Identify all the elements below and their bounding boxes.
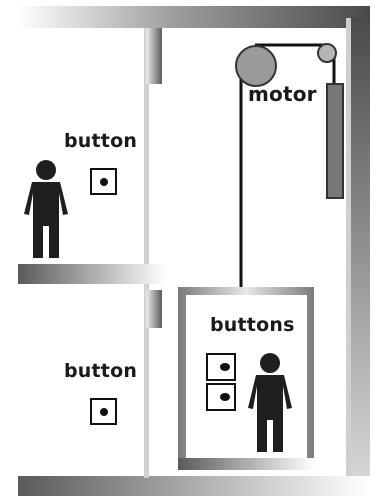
car-buttons-label: buttons — [210, 314, 295, 336]
car-button-panel — [206, 353, 236, 411]
motor-label: motor — [248, 82, 317, 106]
call-button-icon — [206, 353, 236, 381]
pulley-icon — [235, 45, 277, 87]
upper-floor-button-label: button — [64, 130, 138, 152]
bottom-wall — [18, 476, 370, 496]
person-icon — [24, 160, 68, 258]
top-wall — [18, 6, 370, 28]
lower-wall-post — [146, 290, 162, 328]
counterweight — [326, 83, 344, 199]
person-icon — [248, 353, 292, 452]
call-button-icon — [90, 168, 117, 195]
small-pulley-icon — [317, 43, 337, 63]
left-shaft-wall — [144, 28, 149, 478]
lower-floor-button-label: button — [64, 360, 138, 382]
upper-wall-post — [146, 28, 162, 84]
upper-floor-slab — [18, 264, 166, 284]
right-shaft-wall — [350, 18, 370, 476]
